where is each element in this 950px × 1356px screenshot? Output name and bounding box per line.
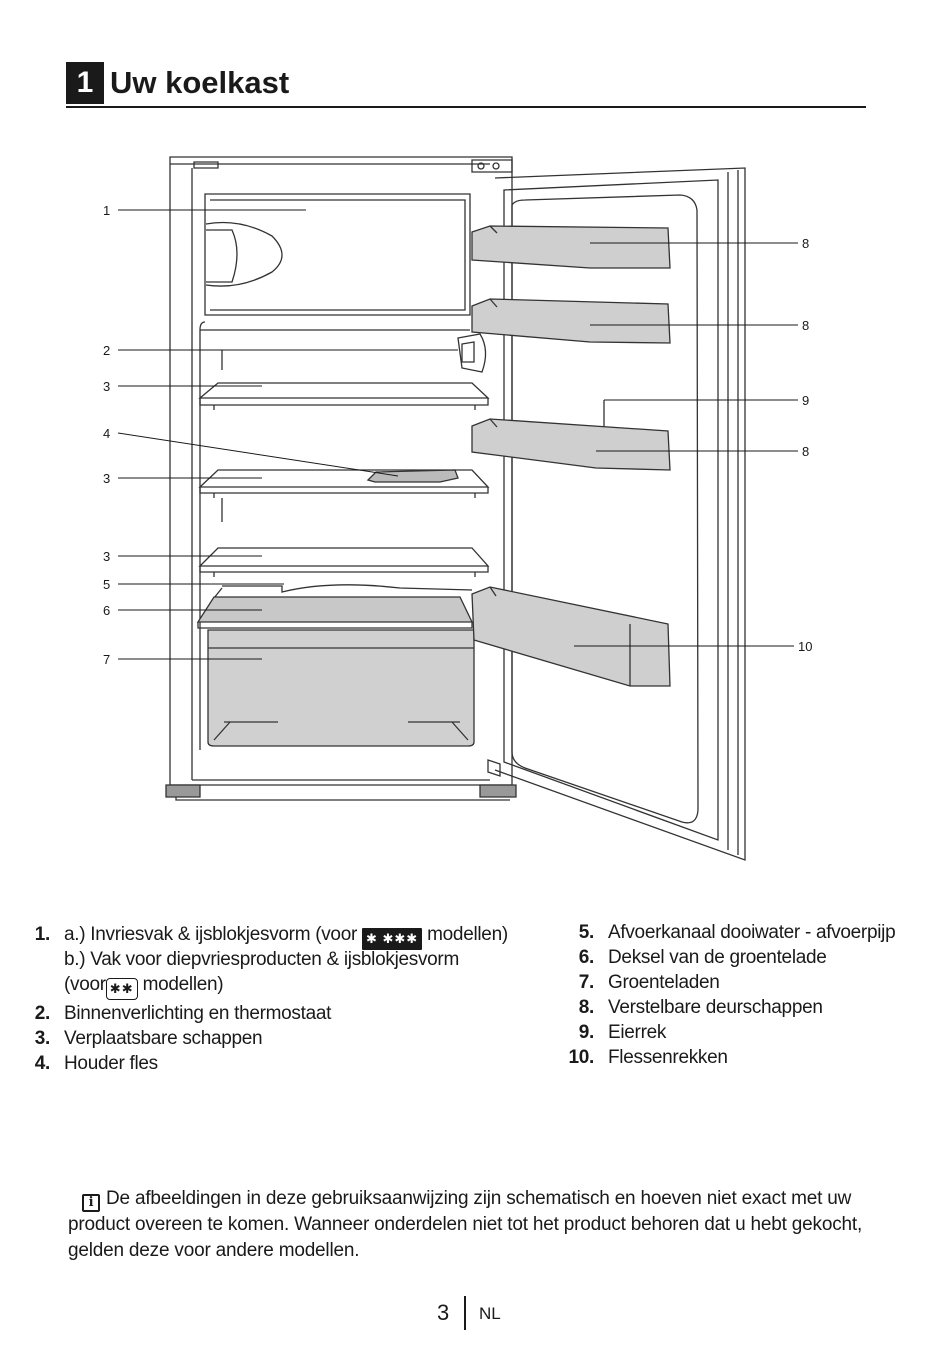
legend-item: 1. a.) Invriesvak & ijsblokjesvorm (voor… — [30, 922, 550, 950]
legend-item: 8. Verstelbare deurschappen — [562, 995, 922, 1020]
legend-text: modellen) — [427, 924, 508, 945]
legend-number: 4. — [34, 1053, 51, 1074]
legend-text: Houder fles — [64, 1053, 158, 1074]
legend-item: 3. Verplaatsbare schappen — [30, 1026, 550, 1051]
light-thermostat — [457, 333, 487, 373]
legend-text: Afvoerkanaal dooiwater - afvoerpijp — [608, 922, 896, 943]
legend-text: Verstelbare deurschappen — [608, 997, 823, 1018]
legend-item: 4. Houder fles — [30, 1051, 550, 1076]
callout-label: 1 — [103, 203, 110, 218]
callout-label: 2 — [103, 343, 110, 358]
callout-labels-right: 8 8 9 8 10 — [798, 236, 812, 654]
freezer-compartment — [204, 193, 471, 316]
legend-text: Eierrek — [608, 1022, 667, 1043]
callout-label: 8 — [802, 444, 809, 459]
language-code: NL — [479, 1304, 501, 1323]
legend-number: 1. — [34, 924, 51, 945]
callout-label: 6 — [103, 603, 110, 618]
shelf-2 — [198, 469, 490, 488]
legend-item-continued: (voor✱✱ modellen) — [30, 972, 550, 1000]
door — [494, 167, 746, 861]
callout-label: 9 — [802, 393, 809, 408]
legend-text: Flessenrekken — [608, 1047, 728, 1068]
legend-item-continued: b.) Vak voor diepvriesproducten & ijsblo… — [30, 947, 550, 972]
shelf-3 — [198, 547, 490, 567]
callout-label: 3 — [103, 379, 110, 394]
legend-item: 9. Eierrek — [562, 1020, 922, 1045]
four-star-freezer-symbol: ✱ ✱✱✱ — [361, 928, 423, 950]
callout-label: 3 — [103, 471, 110, 486]
legend-number: 7. — [578, 972, 595, 993]
two-star-freezer-symbol: ✱✱ — [105, 978, 138, 1000]
legend-item: 7. Groenteladen — [562, 970, 922, 995]
legend-item: 2. Binnenverlichting en thermostaat — [30, 1001, 550, 1026]
legend-text: Verplaatsbare schappen — [64, 1028, 263, 1049]
vegetable-cover — [196, 596, 474, 623]
bottle-rack — [471, 586, 671, 687]
legend-text: (voor — [64, 974, 106, 995]
page-title: Uw koelkast — [110, 65, 290, 100]
legend-number: 5. — [578, 922, 595, 943]
legend-number: 9. — [578, 1022, 595, 1043]
legend-right: 5. Afvoerkanaal dooiwater - afvoerpijp 6… — [562, 920, 922, 1070]
door-shelf-3 — [471, 418, 671, 471]
bottle-holder — [366, 469, 459, 483]
chapter-number: 1 — [66, 62, 104, 104]
callout-label: 8 — [802, 236, 809, 251]
fridge-diagram: 1 2 3 4 3 3 5 6 7 8 8 9 8 10 — [103, 156, 812, 861]
page-footer: 3 NL — [0, 1296, 950, 1330]
legend-text: b.) Vak voor diepvriesproducten & ijsblo… — [64, 949, 459, 970]
note-text: De afbeeldingen in deze gebruiksaanwijzi… — [68, 1188, 863, 1261]
page-number: 3 — [437, 1300, 450, 1325]
footer-divider — [464, 1296, 466, 1330]
legend-number: 2. — [34, 1003, 51, 1024]
door-shelf-2 — [471, 298, 671, 344]
legend-number: 10. — [568, 1047, 594, 1068]
legend-item: 5. Afvoerkanaal dooiwater - afvoerpijp — [562, 920, 922, 945]
callout-lines — [117, 209, 798, 660]
legend-text: Groenteladen — [608, 972, 720, 993]
callout-label: 8 — [802, 318, 809, 333]
legend-text: modellen) — [142, 974, 224, 995]
shelf-1 — [198, 382, 490, 399]
legend-item: 6. Deksel van de groentelade — [562, 945, 922, 970]
callout-label: 3 — [103, 549, 110, 564]
chapter-header: 1 Uw koelkast — [66, 62, 866, 108]
callout-label: 7 — [103, 652, 110, 667]
legend-left: 1. a.) Invriesvak & ijsblokjesvorm (voor… — [30, 922, 550, 1076]
callout-labels-left: 1 2 3 4 3 3 5 6 7 — [103, 203, 110, 667]
crisper-drawer — [207, 629, 475, 747]
callout-label: 5 — [103, 577, 110, 592]
ice-tray — [205, 221, 283, 287]
legend-number: 3. — [34, 1028, 51, 1049]
legend-number: 8. — [578, 997, 595, 1018]
legend-number: 6. — [578, 947, 595, 968]
callout-label: 10 — [798, 639, 812, 654]
callout-label: 4 — [103, 426, 110, 441]
legend-text: a.) Invriesvak & ijsblokjesvorm (voor — [64, 924, 357, 945]
legend-text: Binnenverlichting en thermostaat — [64, 1003, 332, 1024]
legend-text: Deksel van de groentelade — [608, 947, 827, 968]
door-shelf-1 — [471, 225, 671, 269]
info-icon: i — [82, 1194, 100, 1212]
legend-item: 10. Flessenrekken — [562, 1045, 922, 1070]
